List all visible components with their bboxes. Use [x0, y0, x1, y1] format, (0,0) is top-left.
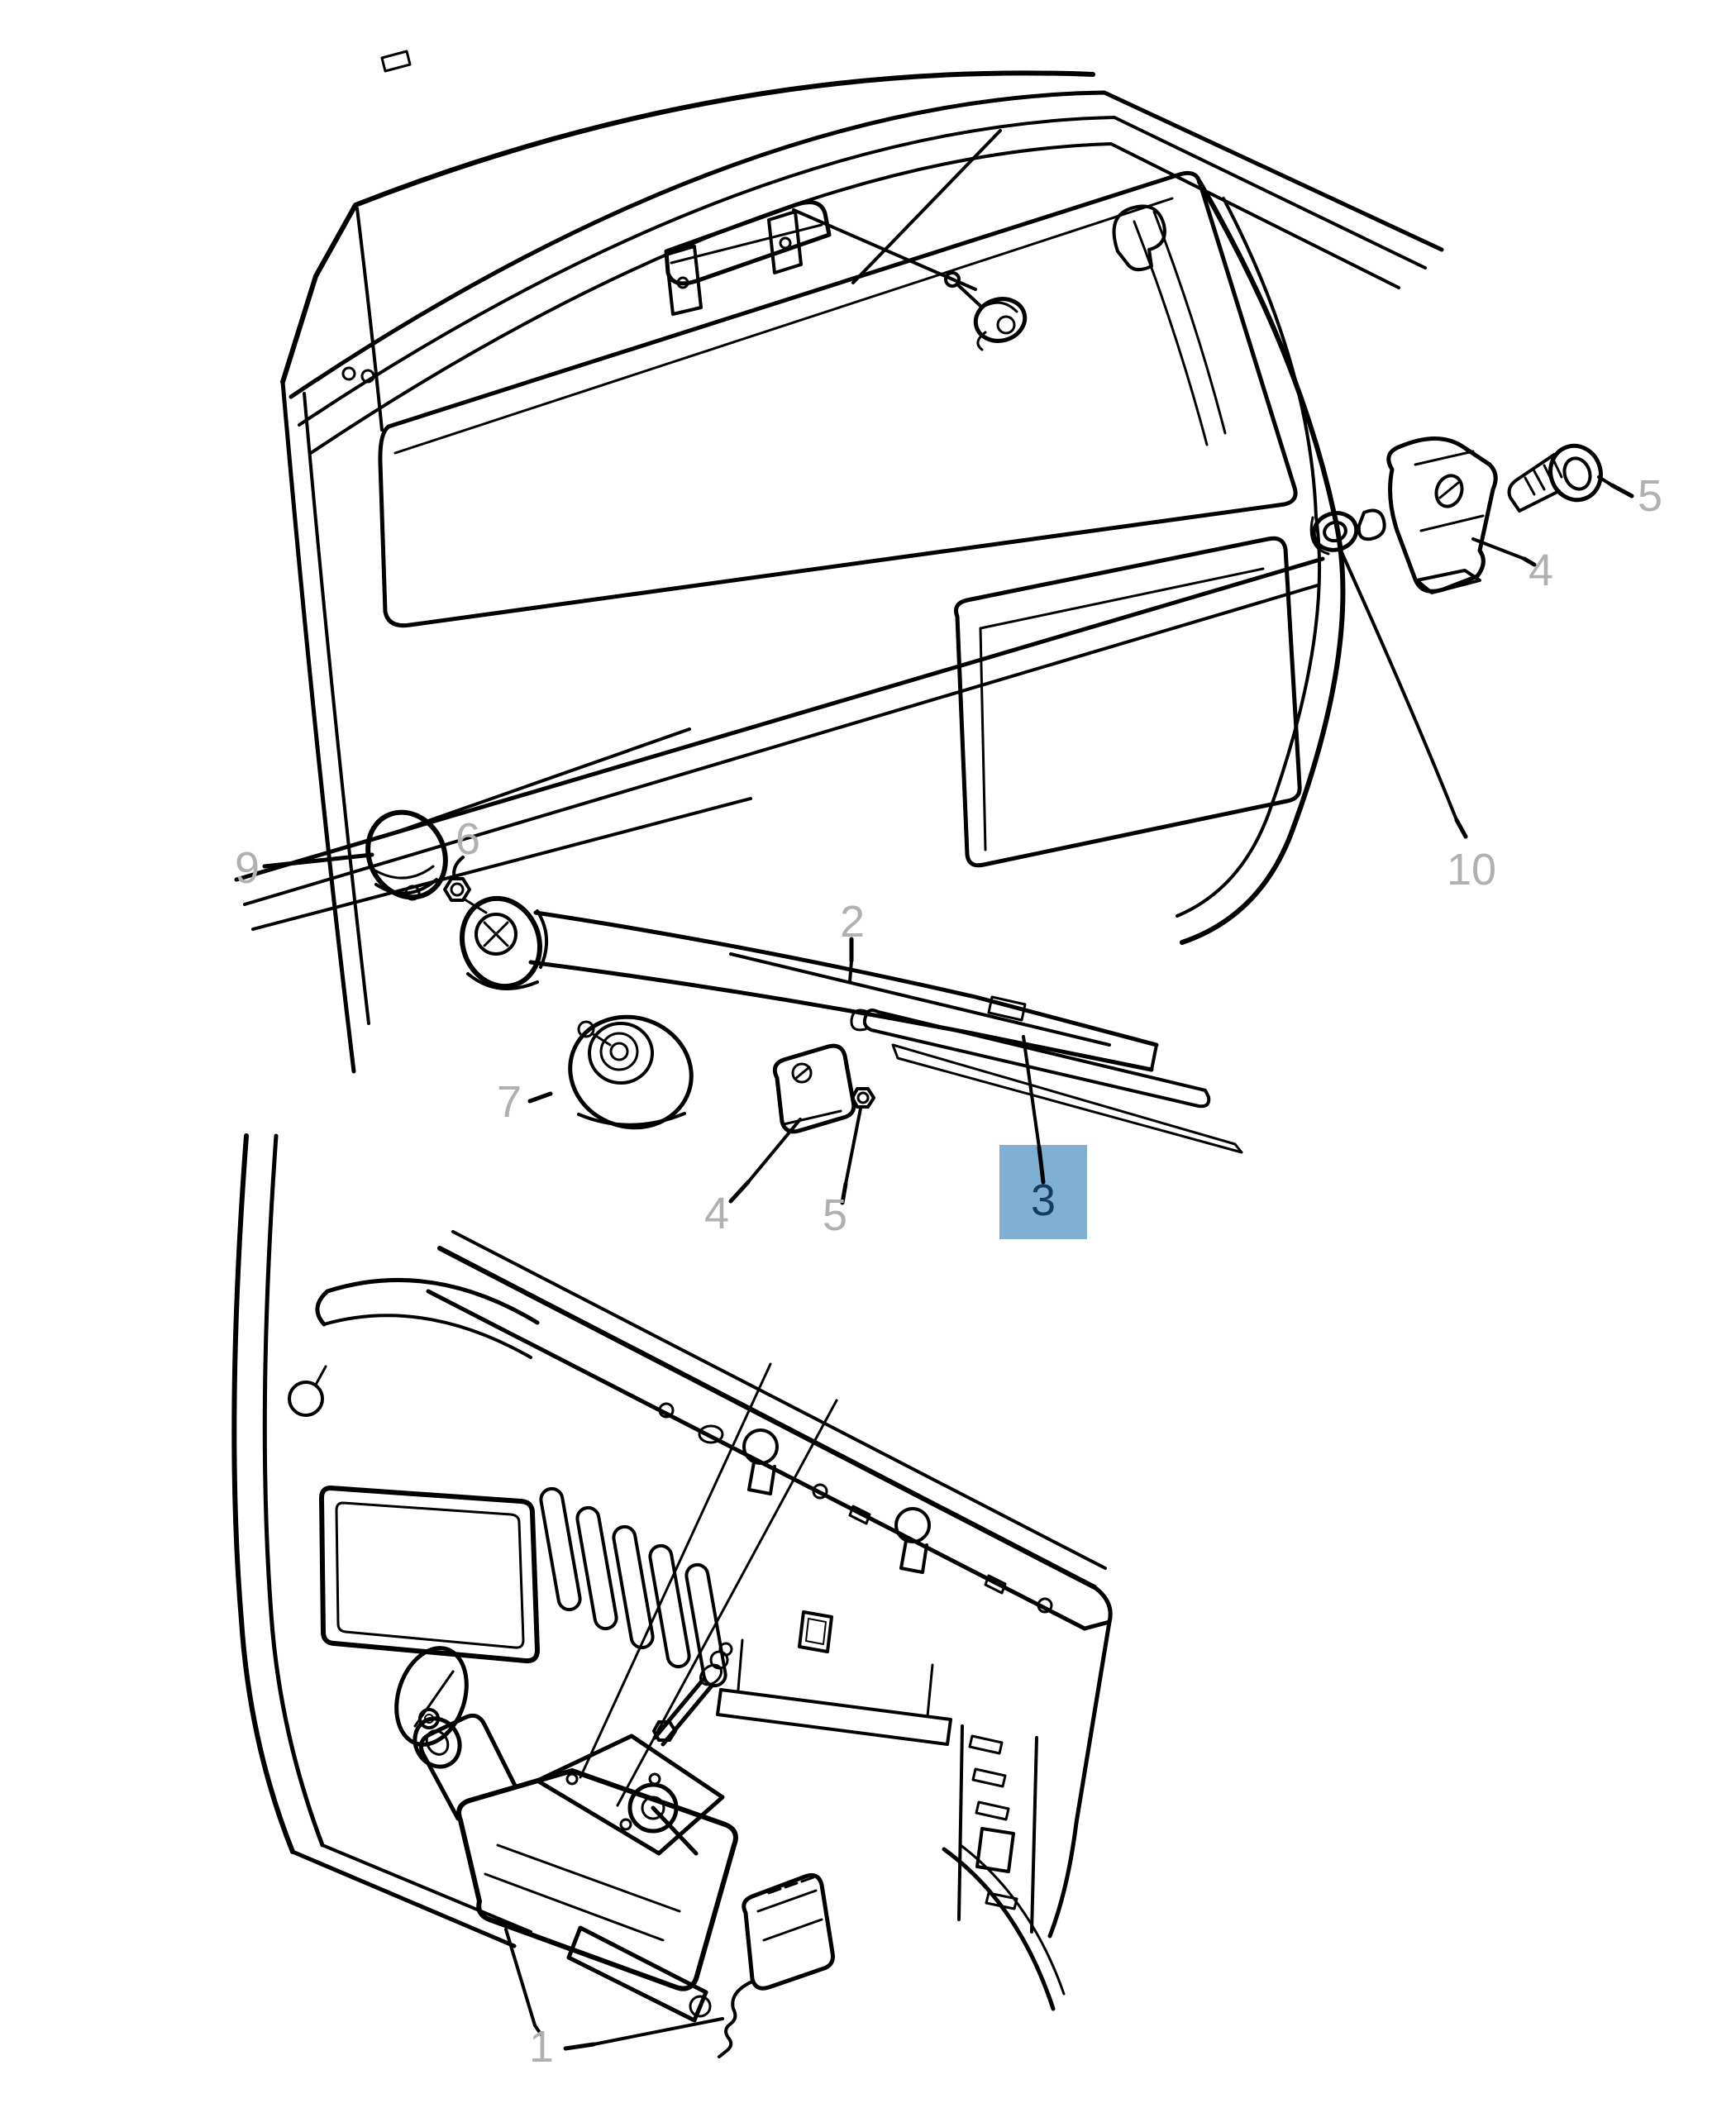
liftgate-inner-panel	[231, 1133, 1113, 2011]
callout-10[interactable]: 10	[1446, 845, 1497, 894]
wiper-pivot	[568, 1014, 694, 1130]
washer-nozzle	[944, 271, 1028, 351]
wiring-connector	[718, 1872, 835, 2058]
callout-9[interactable]: 9	[234, 843, 260, 893]
pivot-grommet	[1309, 508, 1458, 822]
callout-1[interactable]: 1	[528, 2022, 555, 2072]
callout-2[interactable]: 2	[839, 897, 866, 947]
pivot-nut-mid	[844, 959, 875, 1185]
callout-4[interactable]: 4	[1528, 546, 1554, 595]
highlight-box	[999, 1145, 1087, 1239]
arm-nut	[443, 877, 488, 914]
callout-5[interactable]: 5	[1637, 471, 1663, 521]
wiper-arm	[459, 895, 1159, 1072]
mounting-screw-top	[1507, 443, 1614, 513]
callout-6[interactable]: 6	[455, 814, 481, 864]
hinge-bracket-mid	[746, 1043, 856, 1184]
wiper-motor	[413, 1642, 738, 2046]
arm-cap	[365, 727, 691, 901]
hinge-bracket-top	[1386, 436, 1526, 594]
callout-5[interactable]: 5	[822, 1190, 848, 1240]
callout-3[interactable]: 3	[1030, 1176, 1056, 1225]
liftgate-handle	[664, 129, 1002, 316]
callout-4[interactable]: 4	[703, 1189, 730, 1238]
leader-lines	[262, 483, 1634, 2051]
wiper-blade	[850, 1009, 1243, 1185]
liftgate-upper-frame	[234, 50, 1444, 1074]
callout-7[interactable]: 7	[496, 1077, 522, 1127]
